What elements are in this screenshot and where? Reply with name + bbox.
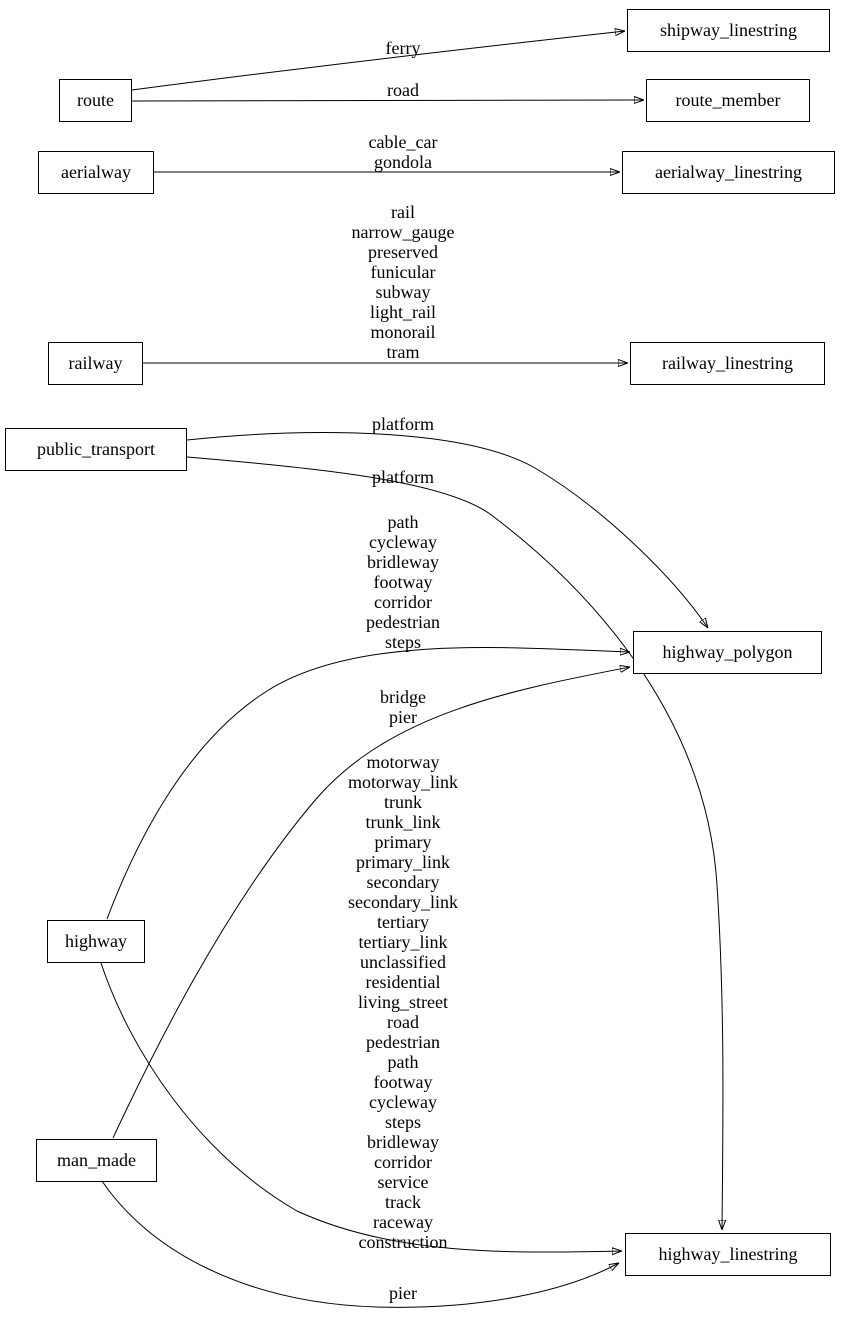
edge-public_transport-highway_polygon (186, 432, 708, 628)
node-highway_linestring: highway_linestring (625, 1233, 831, 1276)
edge-man_made-highway_linestring (101, 1180, 619, 1308)
edge-man_made-highway_polygon (112, 667, 630, 1139)
node-public_transport: public_transport (5, 428, 187, 471)
edge-label-road: road (387, 80, 419, 100)
node-shipway_linestring: shipway_linestring (627, 9, 830, 52)
edge-label-highway-polygon-values: path cycleway bridleway footway corridor… (366, 512, 440, 652)
edge-label-bridge-pier: bridge pier (380, 687, 426, 727)
edge-route-shipway_linestring (131, 31, 625, 91)
node-highway_polygon: highway_polygon (633, 631, 822, 674)
node-man_made: man_made (36, 1139, 157, 1182)
edge-label-pier: pier (389, 1283, 417, 1303)
node-railway_linestring: railway_linestring (630, 342, 825, 385)
node-aerialway: aerialway (38, 151, 154, 194)
edge-label-platform-polygon: platform (372, 414, 434, 434)
edge-public_transport-highway_linestring (186, 456, 723, 1230)
node-railway: railway (48, 342, 143, 385)
edge-label-ferry: ferry (385, 38, 421, 58)
edge-label-platform-linestring: platform (372, 467, 434, 487)
node-aerialway_linestring: aerialway_linestring (622, 151, 835, 194)
edge-label-railway-values: rail narrow_gauge preserved funicular su… (351, 202, 455, 362)
edge-highway-highway_linestring (100, 962, 622, 1252)
edge-label-cable_car-gondola: cable_car gondola (368, 132, 438, 172)
node-route: route (59, 79, 132, 122)
edge-highway-highway_polygon (106, 647, 630, 920)
node-route_member: route_member (646, 79, 810, 122)
edge-label-highway-linestring-values: motorway motorway_link trunk trunk_link … (348, 752, 458, 1252)
node-highway: highway (47, 920, 145, 963)
